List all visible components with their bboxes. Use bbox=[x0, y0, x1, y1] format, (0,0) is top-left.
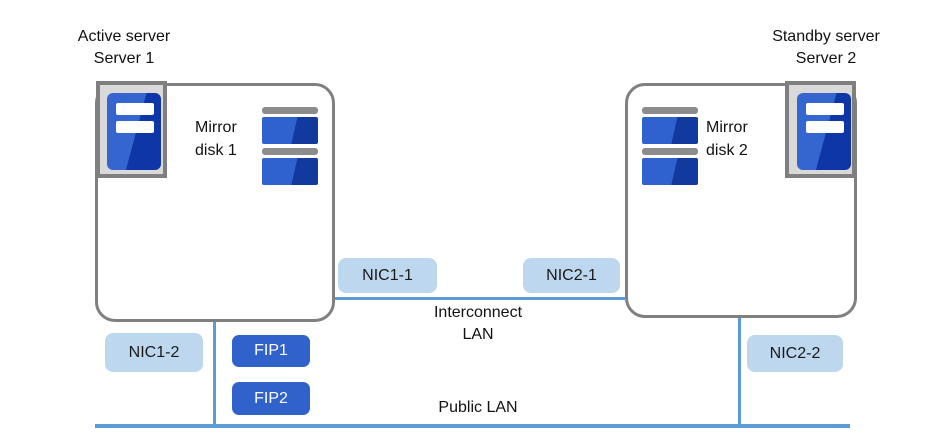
server1-role-label: Active server bbox=[77, 28, 171, 45]
server2-icon-frame bbox=[785, 81, 856, 178]
disk-cap bbox=[642, 107, 698, 114]
server1-name: Server 1 bbox=[93, 50, 155, 67]
interconnect-lan-label: Interconnect LAN bbox=[433, 304, 523, 343]
fip1-badge: FIP1 bbox=[232, 335, 310, 367]
server2-public-link-line bbox=[738, 318, 741, 426]
server2-icon-slot-bar bbox=[806, 121, 844, 133]
public-lan-label: Public LAN bbox=[438, 399, 518, 416]
server1-server-icon bbox=[107, 93, 161, 170]
nic2-1-badge: NIC2-1 bbox=[523, 258, 620, 293]
disk-cap bbox=[262, 148, 318, 155]
mirror-disk1-icon bbox=[262, 107, 318, 189]
server1-icon-slot-bar bbox=[116, 121, 154, 133]
disk-body bbox=[642, 158, 698, 185]
server1-icon-frame bbox=[96, 81, 167, 178]
disk-body bbox=[262, 158, 318, 185]
nic1-1-badge: NIC1-1 bbox=[338, 258, 437, 293]
nic2-2-badge: NIC2-2 bbox=[747, 335, 843, 372]
disk-body bbox=[642, 117, 698, 144]
fip2-badge: FIP2 bbox=[232, 382, 310, 415]
server1-icon-slot-bar bbox=[116, 103, 154, 115]
nic1-2-badge: NIC1-2 bbox=[105, 333, 203, 372]
interconnect-lan-line bbox=[335, 297, 625, 300]
mirror-disk2-icon bbox=[642, 107, 698, 189]
server2-server-icon bbox=[797, 93, 851, 170]
mirror-disk2-label: Mirror disk 2 bbox=[706, 119, 748, 159]
disk-cap bbox=[642, 148, 698, 155]
server1-title: Active server Server 1 bbox=[54, 26, 194, 70]
disk-body bbox=[262, 117, 318, 144]
server2-name: Server 2 bbox=[795, 50, 857, 67]
mirror-disk1-label: Mirror disk 1 bbox=[195, 119, 237, 159]
server1-public-link-line bbox=[213, 322, 216, 426]
server2-icon-slot-bar bbox=[806, 103, 844, 115]
disk-cap bbox=[262, 107, 318, 114]
server2-role-label: Standby server bbox=[772, 28, 880, 45]
public-lan-line bbox=[95, 424, 850, 428]
server2-title: Standby server Server 2 bbox=[755, 26, 897, 70]
